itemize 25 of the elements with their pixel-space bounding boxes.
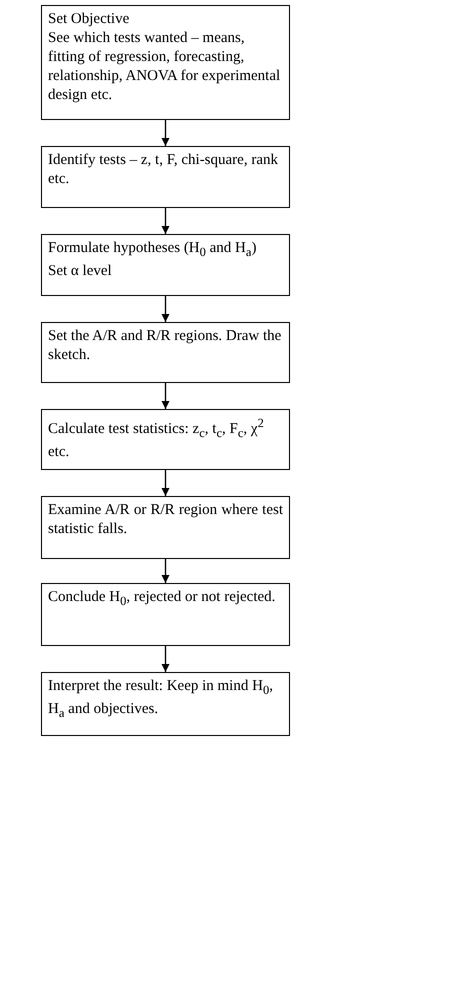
process-box [41, 583, 290, 646]
arrow [162, 559, 170, 583]
step-text: Set α level [48, 262, 113, 281]
step-text: Identify tests – z, t, F, chi-square, rank etc. [48, 151, 279, 189]
process-box [41, 322, 290, 383]
arrow [162, 208, 170, 234]
arrow [162, 646, 170, 672]
step-text: Conclude H$_{0}$, rejected or not rejected. [48, 588, 276, 610]
process-box [41, 496, 290, 559]
arrow [162, 383, 170, 409]
arrow [162, 470, 170, 496]
step-text: Set Objective [48, 10, 130, 29]
process-box [41, 5, 290, 120]
step-text: Examine A/R or R/R region where test statistic falls. [48, 501, 283, 539]
step-text: Set the A/R and R/R regions. Draw the sketch. [48, 327, 282, 365]
process-box [41, 672, 290, 736]
step-text: Formulate hypotheses (H$_{0}$ and H$_{a}$) [48, 239, 258, 261]
process-box [41, 409, 290, 470]
process-box [41, 234, 290, 296]
process-box [41, 146, 290, 208]
arrow [162, 296, 170, 322]
step-text: Interpret the result: Keep in mind H$_{0}$, H$_{a}$ and objectives. [48, 677, 274, 722]
step-text: See which tests wanted – means, fitting of regression, forecasting, relationship, ANOVA for experimental design etc. [48, 29, 282, 105]
arrow [162, 120, 170, 146]
step-text: Calculate test statistics: z$_{c}$, t$_{c}$, F$_{c}$, χ$^{2}$ etc. [48, 415, 265, 462]
